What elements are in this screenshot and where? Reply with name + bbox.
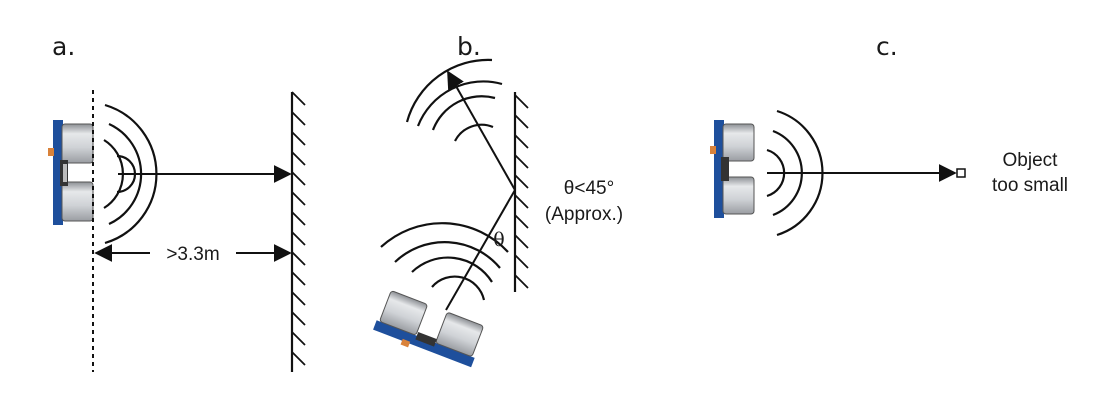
- sensor-transducer-bottom: [61, 181, 94, 222]
- sound-waves-b-reflected: [405, 58, 503, 142]
- sensor-pcb: [714, 120, 724, 218]
- small-object: [956, 168, 966, 178]
- sensor-transducer-top: [61, 123, 94, 164]
- ultrasonic-sensor-a: [48, 120, 94, 225]
- sound-waves-b-outgoing: [380, 222, 509, 301]
- sensor-transducer-top: [722, 123, 755, 162]
- sensor-connector: [710, 146, 716, 154]
- object-label-line1: Object: [1003, 150, 1059, 171]
- reflected-ray: [447, 70, 516, 191]
- sensor-crystal: [721, 157, 729, 181]
- panel-b: b.: [373, 32, 623, 368]
- sensor-pcb: [373, 320, 475, 368]
- sensor-transducer-bottom: [722, 176, 755, 215]
- wall-a: [290, 91, 306, 372]
- sensor-pcb: [53, 120, 63, 225]
- ultrasonic-sensor-b: [373, 290, 484, 368]
- sensor-transducer-right: [435, 312, 484, 357]
- panel-b-label: b.: [457, 32, 481, 61]
- angle-limit-label: θ<45°: [564, 178, 614, 199]
- panel-c: c. Object too small: [710, 32, 1068, 237]
- approx-label: (Approx.): [545, 204, 623, 225]
- object-label-line2: too small: [992, 175, 1068, 196]
- sensor-crystal: [415, 331, 437, 347]
- ultrasonic-sensor-c: [710, 120, 755, 218]
- incident-ray: [445, 189, 516, 311]
- wall-b: [513, 92, 529, 292]
- angle-theta-symbol: θ: [493, 229, 504, 251]
- sensor-transducer-left: [379, 290, 428, 335]
- sensor-connector: [48, 148, 54, 156]
- panel-a-label: a.: [52, 32, 75, 61]
- sensor-connector: [400, 338, 411, 348]
- panel-a: a.: [48, 32, 306, 372]
- distance-label: >3.3m: [166, 244, 219, 265]
- panel-c-label: c.: [876, 32, 898, 61]
